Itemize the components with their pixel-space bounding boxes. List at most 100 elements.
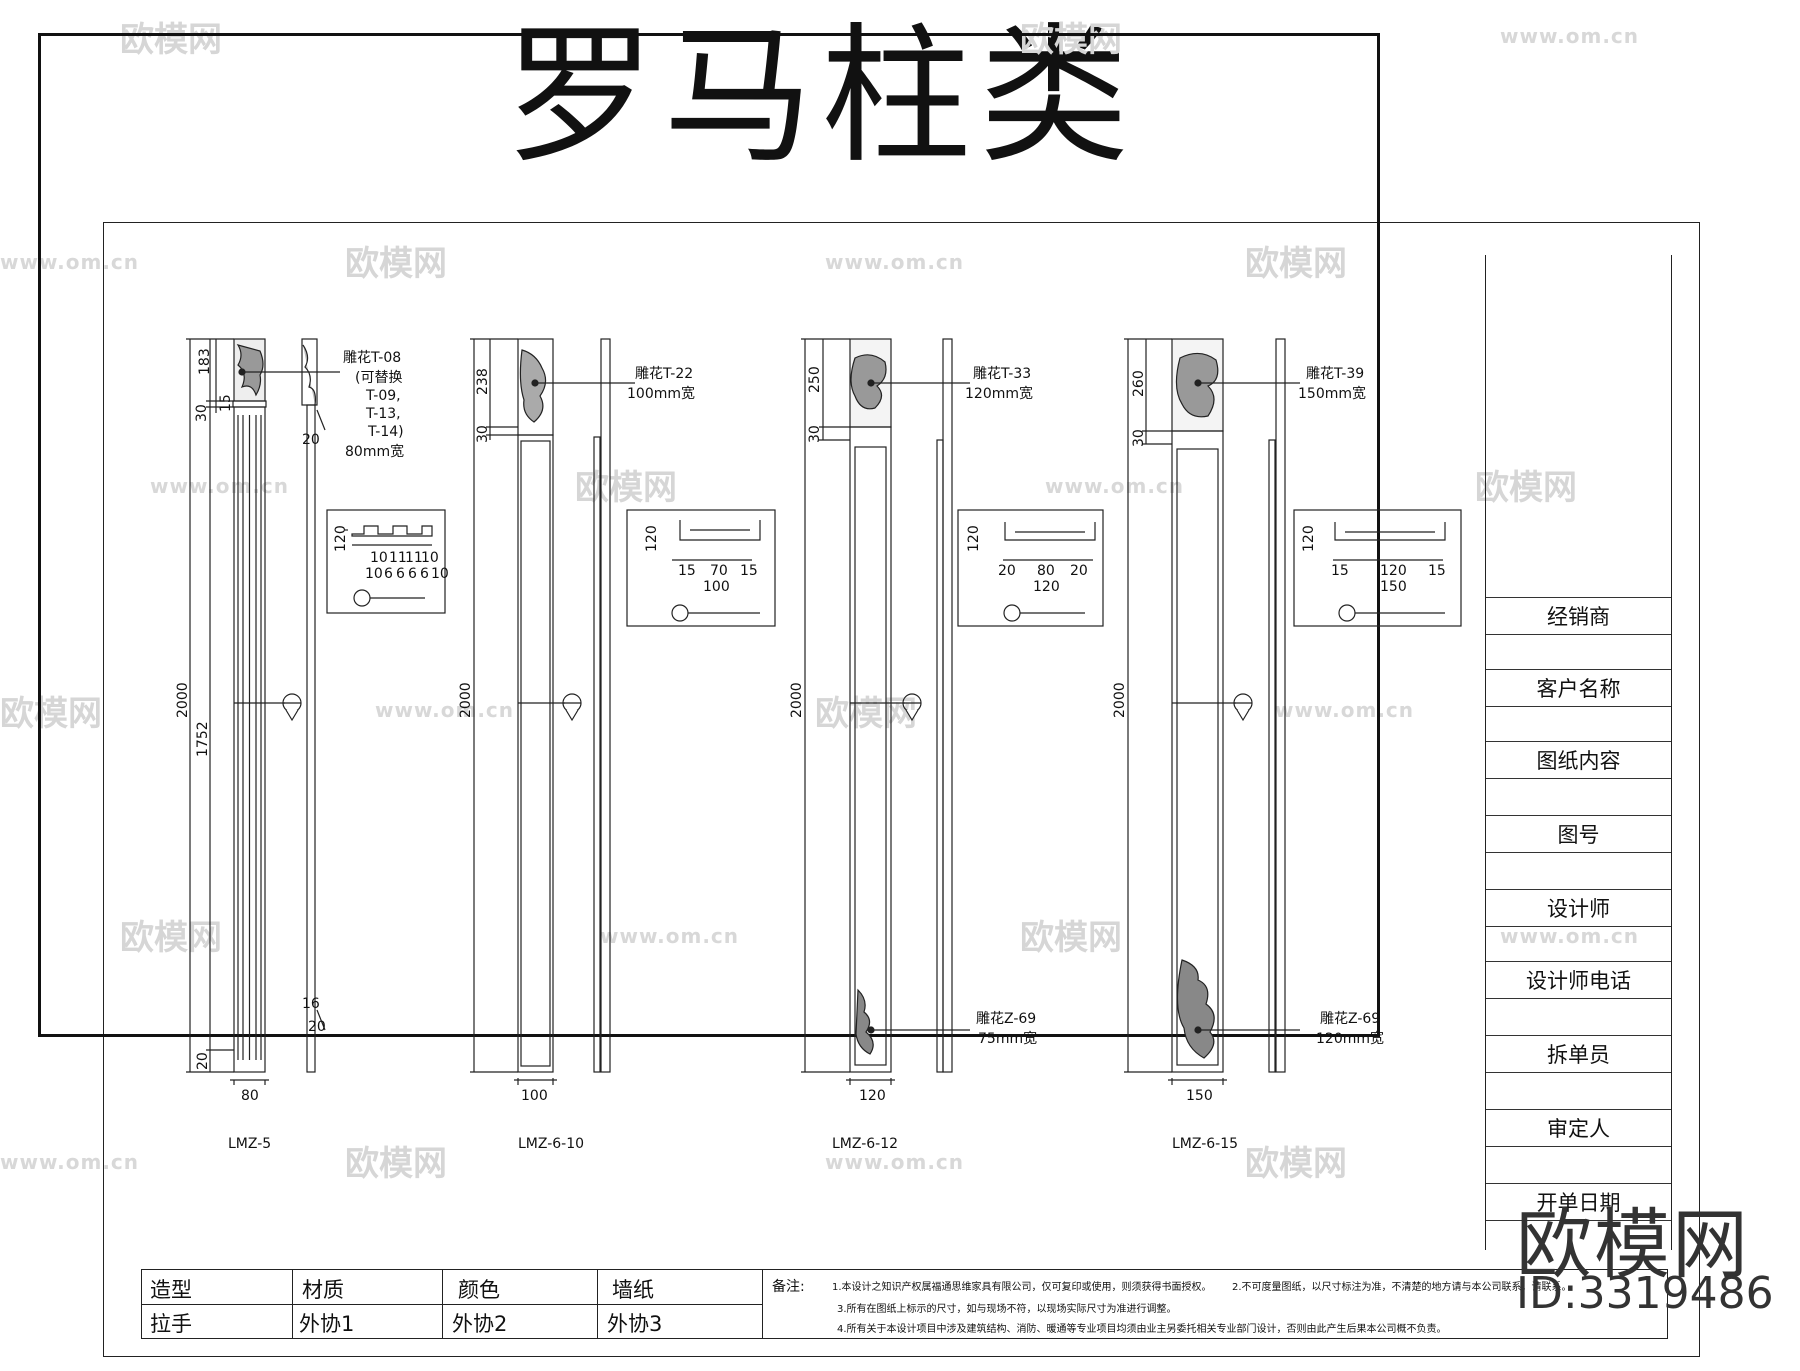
column-lmz-5	[186, 338, 446, 1085]
watermark-brand: 欧模网	[120, 20, 222, 60]
note-line: 2.不可度量图纸，以尺寸标注为准，不清楚的地方请与本公司联系，请联系。	[1232, 1282, 1572, 1293]
title-block-number: 图号	[1486, 815, 1671, 853]
bottom-cell-outsource-2: 外协2	[452, 1312, 508, 1336]
section-dim: 10	[365, 566, 383, 582]
carving-label: 雕花T-22	[635, 366, 693, 382]
note-line: 3.所有在图纸上标示的尺寸，如与现场不符，以现场实际尺寸为准进行调整。	[837, 1304, 1177, 1315]
carving-label: 雕花Z-69	[976, 1011, 1036, 1027]
section-dim: 120	[644, 525, 660, 552]
watermark-brand: 欧模网	[1245, 244, 1347, 284]
section-dim: 10	[431, 566, 449, 582]
dim-text: 15	[218, 394, 234, 412]
section-dim: 15	[1428, 563, 1446, 579]
dim-text: 30	[807, 425, 823, 443]
watermark-logo-text: 欧模网	[1516, 1200, 1750, 1289]
dim-text: 20	[302, 432, 320, 448]
section-dim: 70	[710, 563, 728, 579]
bottom-cell-wallpaper: 墙纸	[612, 1278, 654, 1302]
title-block-designer: 设计师	[1486, 889, 1671, 927]
bottom-cell-shape: 造型	[150, 1278, 192, 1302]
carving-label: 75mm宽	[978, 1030, 1037, 1047]
section-dim: 10	[370, 550, 388, 566]
section-dim: 15	[740, 563, 758, 579]
section-dim: 6	[420, 566, 429, 582]
title-block: 经销商 客户名称 图纸内容 图号 设计师 设计师电话 拆单员 审定人 开单日期	[1485, 255, 1672, 1250]
carving-label: 150mm宽	[1298, 385, 1366, 402]
bottom-cell-outsource-1: 外协1	[299, 1312, 355, 1336]
column-code: LMZ-6-10	[518, 1136, 584, 1152]
dim-text: 183	[197, 348, 213, 375]
section-dim: 15	[1331, 563, 1349, 579]
title-block-client: 客户名称	[1486, 669, 1671, 707]
carving-label: 雕花T-39	[1306, 366, 1364, 382]
title-block-designer-phone: 设计师电话	[1486, 961, 1671, 999]
column-lmz-6-12	[801, 338, 1104, 1085]
carving-label: T-09,	[365, 388, 401, 404]
column-code: LMZ-5	[228, 1136, 271, 1152]
section-dim: 15	[678, 563, 696, 579]
bottom-cell-outsource-3: 外协3	[607, 1312, 663, 1336]
carving-label: 100mm宽	[627, 385, 695, 402]
width-text: 150	[1186, 1088, 1213, 1104]
carving-label: 雕花T-08	[343, 350, 401, 366]
column-code: LMZ-6-12	[832, 1136, 898, 1152]
title-block-dealer: 经销商	[1486, 597, 1671, 635]
dim-text: 30	[194, 404, 210, 422]
column-lmz-6-10	[470, 338, 776, 1085]
section-dim: 10	[421, 550, 439, 566]
section-dim: 120	[966, 525, 982, 552]
column-code: LMZ-6-15	[1172, 1136, 1238, 1152]
section-dim: 120	[1033, 579, 1060, 595]
title-block-splitter: 拆单员	[1486, 1035, 1671, 1073]
watermark-url: www.om.cn	[1500, 924, 1640, 948]
dim-text: 30	[475, 425, 491, 443]
bottom-cell-color: 颜色	[458, 1278, 500, 1302]
dim-text: 2000	[1112, 682, 1128, 718]
notes-label: 备注:	[772, 1279, 805, 1295]
bottom-cell-handle: 拉手	[150, 1312, 192, 1336]
width-text: 120	[859, 1088, 886, 1104]
carving-label: (可替换	[355, 369, 402, 386]
column-lmz-6-15	[1124, 338, 1462, 1085]
width-text: 80	[241, 1088, 259, 1104]
section-dim: 120	[1301, 525, 1317, 552]
watermark-brand: 欧模网	[0, 694, 102, 734]
section-dim: 20	[1070, 563, 1088, 579]
page-title: 罗马柱类	[505, 10, 1138, 184]
section-dim: 6	[384, 566, 393, 582]
dim-text: 1752	[195, 721, 211, 757]
section-dim: 6	[408, 566, 417, 582]
dim-text: 2000	[458, 682, 474, 718]
watermark-brand: 欧模网	[1020, 20, 1122, 60]
carving-label: T-13,	[365, 406, 401, 422]
watermark-brand: 欧模网	[345, 1144, 447, 1184]
dim-text: 2000	[789, 682, 805, 718]
watermark-brand: 欧模网	[1020, 918, 1122, 958]
watermark-url: www.om.cn	[825, 1150, 965, 1174]
title-block-content: 图纸内容	[1486, 741, 1671, 779]
section-dim: 100	[703, 579, 730, 595]
drawing-frame	[38, 33, 1380, 1037]
watermark-brand: 欧模网	[345, 244, 447, 284]
note-line: 1.本设计之知识产权属福通思维家具有限公司，仅可复印或使用，则须获得书面授权。	[832, 1282, 1212, 1293]
watermark-brand: 欧模网	[1245, 1144, 1347, 1184]
watermark-brand: 欧模网	[575, 468, 677, 508]
carving-label: 雕花Z-69	[1320, 1011, 1380, 1027]
dim-text: 20	[308, 1019, 326, 1035]
dim-text: 250	[807, 366, 823, 393]
carving-label: 雕花T-33	[973, 366, 1031, 382]
carving-label: 120mm宽	[965, 385, 1033, 402]
dim-text: 20	[195, 1052, 211, 1070]
watermark-url: www.om.cn	[600, 924, 740, 948]
watermark-brand: 欧模网	[1475, 468, 1577, 508]
dim-text: 260	[1131, 370, 1147, 397]
watermark-url: www.om.cn	[825, 250, 965, 274]
watermark-url: www.om.cn	[1045, 474, 1185, 498]
title-block-approver: 审定人	[1486, 1109, 1671, 1147]
section-dim: 20	[998, 563, 1016, 579]
dim-text: 238	[475, 368, 491, 395]
watermark-id: ID:3319486	[1516, 1268, 1774, 1319]
section-dim: 120	[1380, 563, 1407, 579]
dim-text: 16	[302, 996, 320, 1012]
